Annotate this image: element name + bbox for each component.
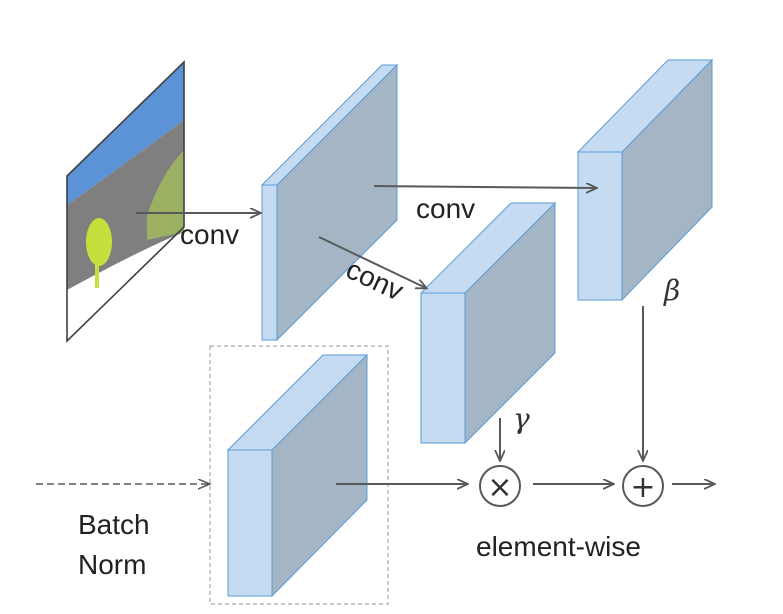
arrow-to-beta: [373, 186, 596, 188]
conv-label-1: conv: [180, 219, 239, 250]
tree-trunk: [95, 258, 99, 288]
batch-norm-box: [209, 345, 389, 605]
arrow-to-gamma: [318, 236, 426, 288]
feature-block-gamma: [419, 201, 557, 445]
tree-canopy: [86, 218, 112, 266]
sky-region: [67, 62, 184, 205]
add-operator: +: [622, 465, 664, 507]
grass-region: [147, 150, 184, 240]
multiply-symbol: ×: [487, 470, 512, 505]
multiply-operator: ×: [479, 465, 521, 507]
gamma-label: γ: [513, 402, 530, 435]
feature-block-shared: [260, 63, 399, 342]
conv-label-2: conv: [416, 193, 475, 224]
batch-norm-label-line1: Batch: [78, 509, 150, 540]
feature-block-normalized: [226, 353, 369, 598]
batch-norm-label-line2: Norm: [78, 549, 146, 580]
beta-label: β: [663, 274, 680, 307]
feature-block-beta: [576, 58, 714, 302]
segmentation-map: [66, 60, 185, 343]
arrows: [36, 186, 714, 484]
conv-label-3: conv: [341, 253, 408, 306]
add-symbol: +: [630, 470, 655, 505]
element-wise-label: element-wise: [476, 531, 641, 562]
